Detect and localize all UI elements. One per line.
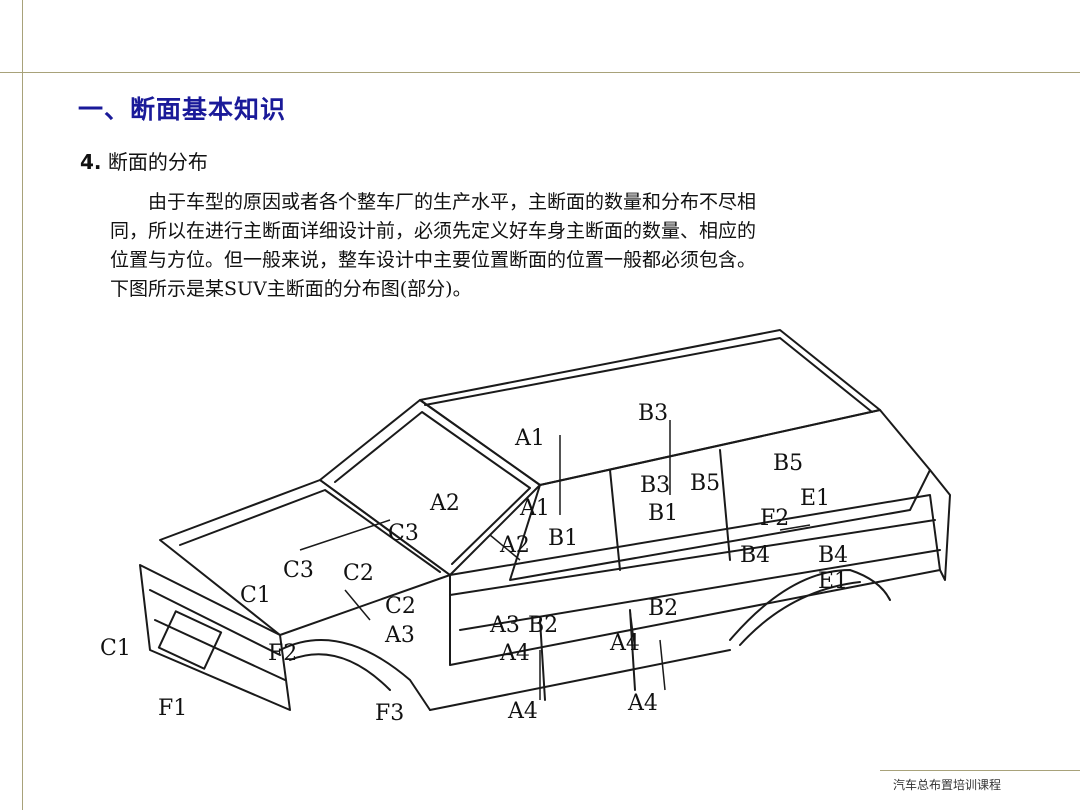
label-b3-top: B3 bbox=[638, 401, 668, 426]
label-a4-right: A4 bbox=[609, 631, 640, 656]
label-b3-mid: B3 bbox=[640, 473, 670, 498]
subtitle-text: 断面的分布 bbox=[107, 150, 208, 174]
label-e1-low: E1 bbox=[818, 569, 848, 594]
subtitle-number: 4. bbox=[80, 150, 102, 174]
label-b1-mid: B1 bbox=[648, 501, 678, 526]
label-b2-mid: B2 bbox=[528, 613, 558, 638]
slide-title: 一、断面基本知识 bbox=[78, 95, 287, 124]
label-a4-mid: A4 bbox=[499, 641, 530, 666]
label-b4-left: B4 bbox=[740, 543, 770, 568]
frame-horizontal-line bbox=[0, 72, 1080, 73]
label-f1: F1 bbox=[158, 696, 187, 721]
label-e1-top: E1 bbox=[800, 486, 830, 511]
label-f3: F3 bbox=[375, 701, 404, 726]
label-a1-top: A1 bbox=[514, 426, 545, 451]
label-a3-left: A3 bbox=[384, 623, 415, 648]
label-f2-left: F2 bbox=[268, 641, 297, 666]
paragraph-line-4: 下图所示是某SUV主断面的分布图(部分)。 bbox=[110, 278, 472, 300]
label-b5-top: B5 bbox=[773, 451, 803, 476]
label-a4-bottom: A4 bbox=[507, 699, 538, 724]
label-a1-mid: A1 bbox=[519, 496, 550, 521]
footer-divider bbox=[880, 770, 1080, 771]
body-paragraph: 由于车型的原因或者各个整车厂的生产水平，主断面的数量和分布不尽相 同，所以在进行… bbox=[110, 188, 930, 304]
label-a2-mid: A2 bbox=[499, 533, 530, 558]
label-a3-mid: A3 bbox=[489, 613, 520, 638]
label-b4-right: B4 bbox=[818, 543, 848, 568]
label-c1-left: C1 bbox=[100, 636, 131, 661]
section-subtitle: 4. 断面的分布 bbox=[80, 146, 208, 175]
label-a4-bottom-right: A4 bbox=[627, 691, 658, 716]
section-labels: A1 B3 B5 A2 A1 B3 B5 E1 B1 F2 C3 A2 B1 B… bbox=[100, 401, 848, 726]
suv-body-outline bbox=[139, 329, 951, 711]
label-c3-left: C3 bbox=[283, 558, 314, 583]
frame-vertical-line bbox=[22, 0, 23, 810]
label-a2-upper: A2 bbox=[429, 491, 460, 516]
label-c2-upper: C2 bbox=[343, 561, 374, 586]
label-f2-right: F2 bbox=[760, 506, 789, 531]
label-c3-right: C3 bbox=[388, 521, 419, 546]
paragraph-line-1: 由于车型的原因或者各个整车厂的生产水平，主断面的数量和分布不尽相 bbox=[148, 191, 757, 213]
paragraph-line-3: 位置与方位。但一般来说，整车设计中主要位置断面的位置一般都必须包含。 bbox=[110, 249, 757, 271]
paragraph-line-2: 同，所以在进行主断面详细设计前，必须先定义好车身主断面的数量、相应的 bbox=[110, 220, 757, 242]
label-c2-lower: C2 bbox=[385, 594, 416, 619]
suv-section-diagram: A1 B3 B5 A2 A1 B3 B5 E1 B1 F2 C3 A2 B1 B… bbox=[100, 329, 951, 726]
label-b2-right: B2 bbox=[648, 596, 678, 621]
label-b5-mid: B5 bbox=[690, 471, 720, 496]
label-b1-low: B1 bbox=[548, 526, 578, 551]
section-markers bbox=[299, 420, 811, 700]
footer-course-name: 汽车总布置培训课程 bbox=[893, 778, 1002, 792]
label-c1-upper: C1 bbox=[240, 583, 271, 608]
